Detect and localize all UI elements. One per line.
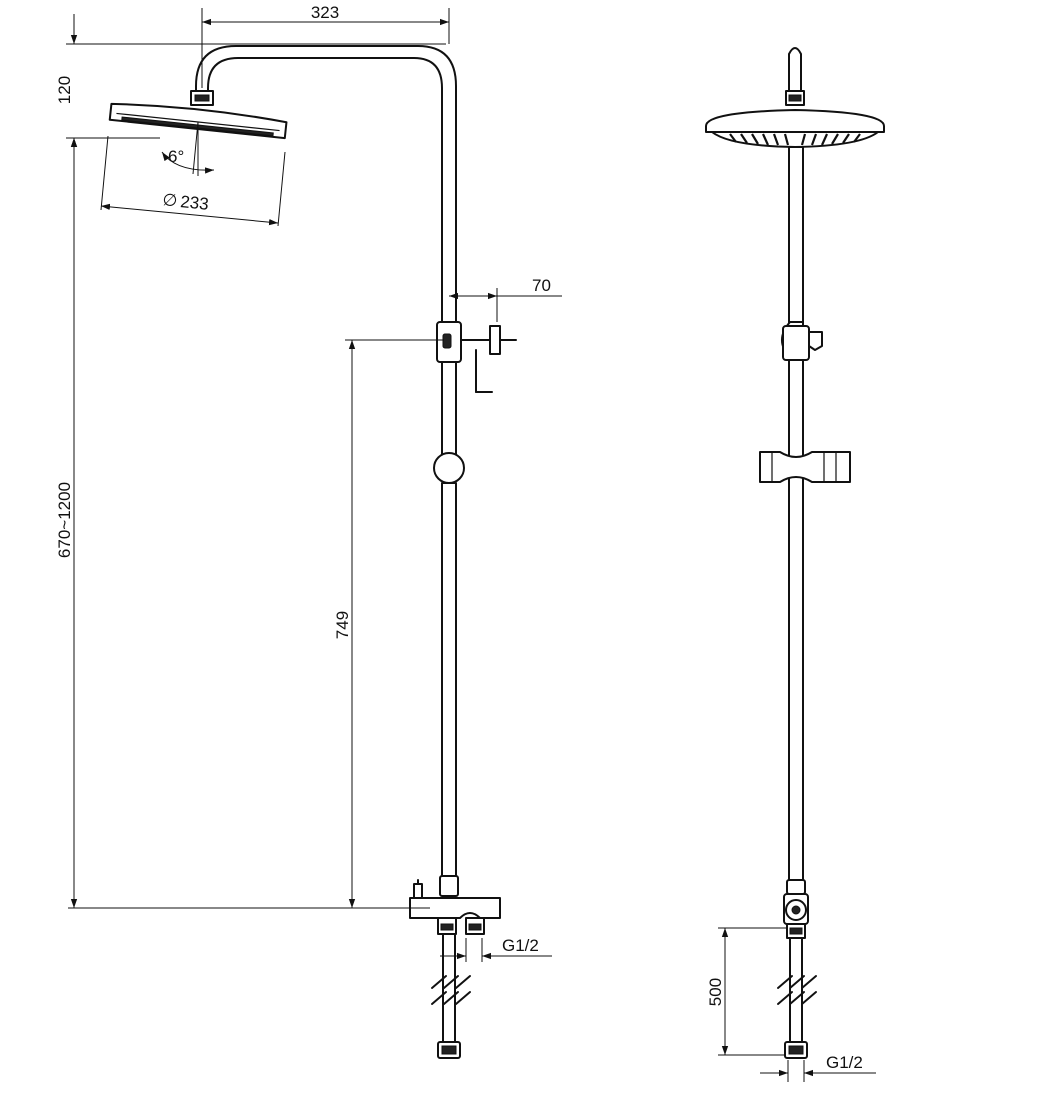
mixer-body [409,879,501,935]
front-shower-head [705,109,885,148]
riser-lower [441,482,457,879]
dim-hose-length: 500 [706,978,725,1006]
front-riser [788,146,804,881]
slide-ring [433,452,465,484]
dim-diameter-symbol: ∅ [162,190,179,210]
dim-tilt-angle: 6° [168,147,184,166]
front-slide-holder [759,451,851,483]
dim-holder-offset: 70 [532,276,551,295]
side-hose [431,933,471,1059]
dim-head-diameter: 233 [179,192,209,214]
riser-upper [441,354,457,456]
shower-arm-inner [207,57,443,323]
side-view: 323 120 6° ∅ 233 670~1200 749 70 [55,3,562,1059]
shower-arm-outer [195,45,457,323]
dim-holder-height: 749 [333,611,352,639]
dim-arm-reach: 323 [311,3,339,22]
front-bottom-valve [783,879,809,939]
front-hose [777,937,817,1059]
front-view: 500 G1/2 [705,47,885,1082]
top-holder [436,321,517,393]
dim-inlet-thread-left: G1/2 [502,936,539,955]
dim-arm-height: 120 [55,76,74,104]
front-top-pipe [788,47,802,93]
dim-inlet-thread-right: G1/2 [826,1053,863,1072]
dim-total-height: 670~1200 [55,482,74,558]
front-diverter [781,321,823,361]
